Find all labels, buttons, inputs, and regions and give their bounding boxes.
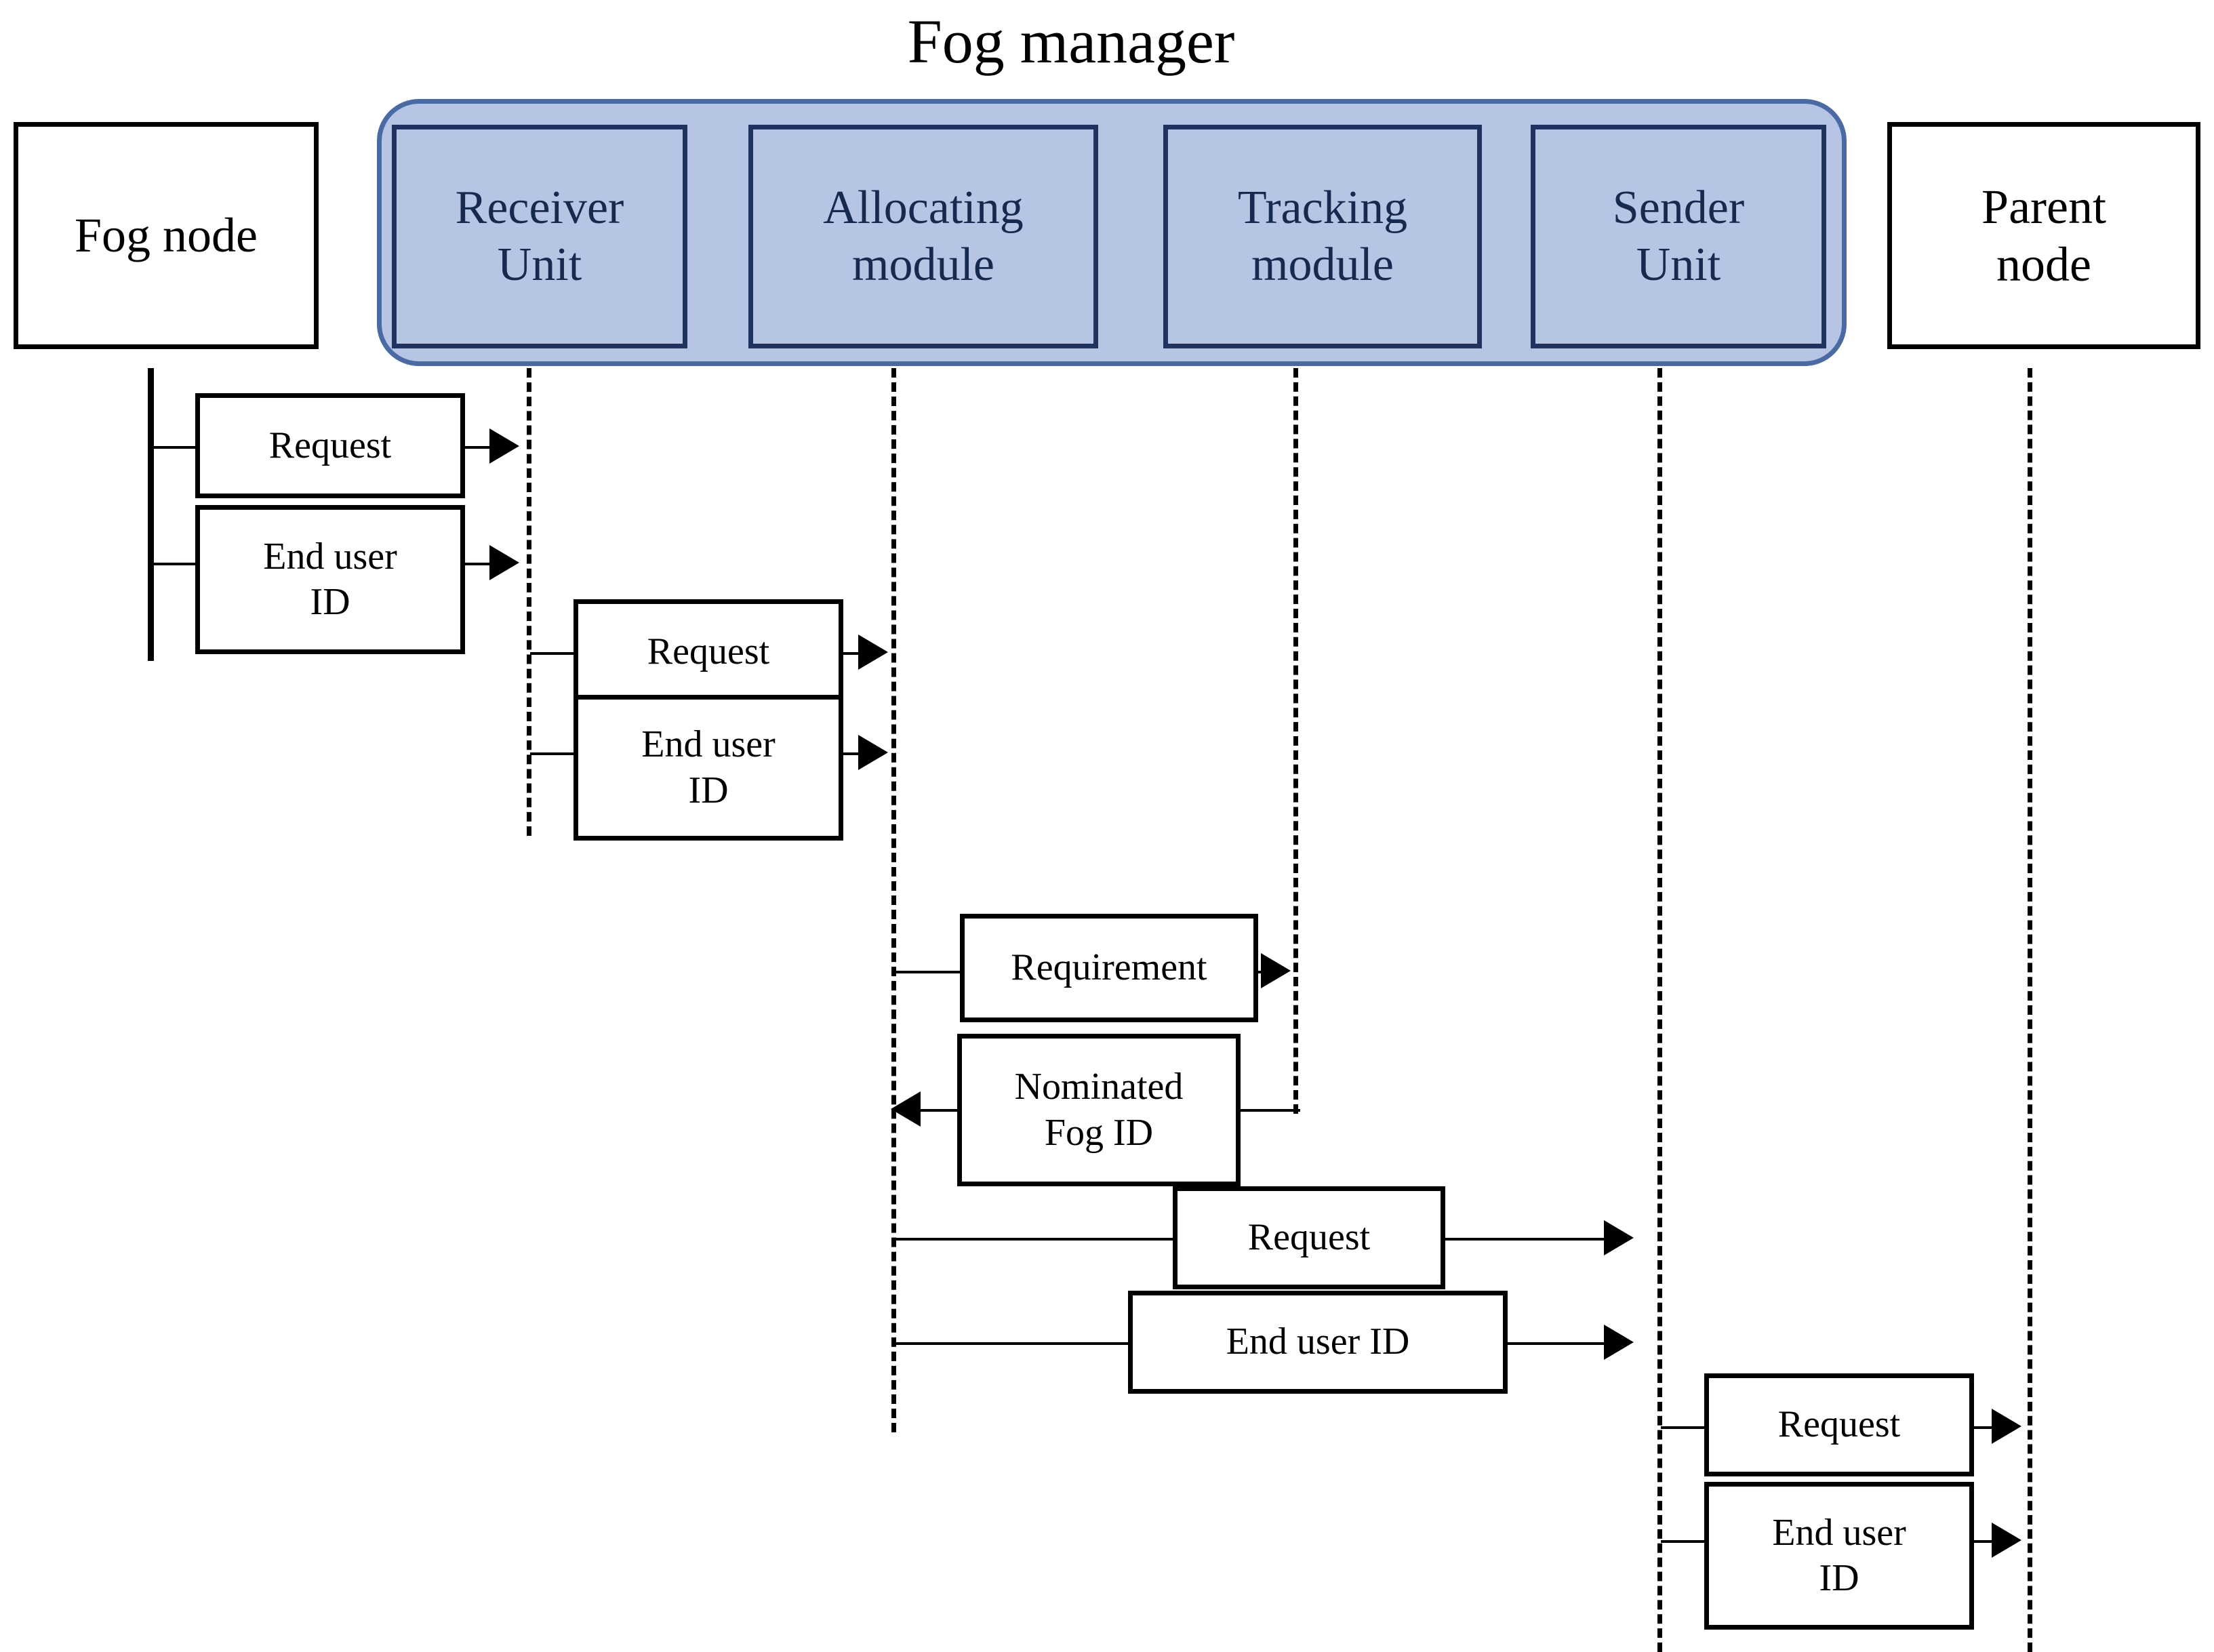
- unit-allocating[interactable]: Allocating module: [748, 125, 1098, 348]
- unit-receiver-label: Receiver Unit: [455, 182, 624, 291]
- connector-m9-left: [1661, 1426, 1706, 1429]
- connector-m2-right: [462, 563, 502, 565]
- message-m9-label: Request: [1777, 1403, 1901, 1446]
- arrowhead-m6: [891, 1091, 921, 1127]
- connector-m4-left: [530, 752, 575, 755]
- lifeline-fog-node: [148, 368, 154, 661]
- message-m5-label: Requirement: [1011, 946, 1207, 989]
- lifeline-parent-node: [2028, 368, 2032, 1652]
- connector-m6-right: [1238, 1109, 1300, 1112]
- arrowhead-m7: [1604, 1220, 1634, 1255]
- message-box-m6[interactable]: Nominated Fog ID: [957, 1034, 1241, 1186]
- connector-m5-left: [895, 971, 961, 973]
- arrowhead-m2: [489, 545, 519, 580]
- arrowhead-m5: [1261, 953, 1291, 988]
- connector-m3-left: [530, 652, 575, 655]
- connector-m3-right: [841, 652, 869, 655]
- message-m2-label: End user ID: [263, 535, 397, 623]
- actor-fog-node-label: Fog node: [75, 208, 258, 263]
- connector-m1-right: [462, 446, 502, 449]
- actor-fog-node[interactable]: Fog node: [14, 122, 319, 349]
- message-m7-label: Request: [1247, 1216, 1371, 1259]
- connector-m7-right: [1444, 1238, 1613, 1241]
- arrowhead-m1: [489, 428, 519, 464]
- message-m3-label: Request: [647, 630, 770, 672]
- arrowhead-m10: [1992, 1523, 2021, 1558]
- lifeline-tracking-module: [1293, 368, 1298, 1114]
- message-box-m2[interactable]: End user ID: [195, 505, 465, 654]
- message-box-m3[interactable]: Request: [573, 599, 843, 704]
- message-box-m1[interactable]: Request: [195, 393, 465, 498]
- unit-sender-label: Sender Unit: [1612, 182, 1745, 291]
- connector-m4-right: [841, 752, 869, 755]
- lifeline-allocating-module: [891, 368, 896, 1432]
- connector-m10-right: [1971, 1540, 2002, 1543]
- connector-m10-left: [1661, 1540, 1706, 1543]
- message-box-m10[interactable]: End user ID: [1704, 1482, 1974, 1630]
- lifeline-receiver-unit: [527, 368, 531, 836]
- arrowhead-m4: [858, 735, 888, 770]
- connector-m1-left: [152, 446, 197, 449]
- message-m4-label: End user ID: [641, 723, 776, 811]
- message-box-m8[interactable]: End user ID: [1128, 1291, 1508, 1394]
- unit-sender[interactable]: Sender Unit: [1531, 125, 1826, 348]
- message-box-m7[interactable]: Request: [1173, 1186, 1445, 1289]
- connector-m2-left: [152, 563, 197, 565]
- message-m8-label: End user ID: [1226, 1321, 1410, 1363]
- arrowhead-m3: [858, 634, 888, 670]
- unit-tracking-label: Tracking module: [1237, 182, 1408, 291]
- connector-m8-right: [1506, 1342, 1613, 1345]
- lifeline-sender-unit: [1657, 368, 1662, 1652]
- unit-allocating-label: Allocating module: [823, 182, 1024, 291]
- connector-m9-right: [1971, 1426, 2002, 1429]
- unit-receiver[interactable]: Receiver Unit: [392, 125, 687, 348]
- arrowhead-m8: [1604, 1325, 1634, 1360]
- arrowhead-m9: [1992, 1409, 2021, 1444]
- message-box-m9[interactable]: Request: [1704, 1373, 1974, 1476]
- message-m1-label: Request: [268, 424, 392, 466]
- fog-manager-title: Fog manager: [907, 7, 1235, 76]
- connector-m8-left: [895, 1342, 1129, 1345]
- unit-tracking[interactable]: Tracking module: [1163, 125, 1482, 348]
- connector-m7-left: [895, 1238, 1174, 1241]
- connector-m6-left: [921, 1109, 960, 1112]
- message-m10-label: End user ID: [1772, 1511, 1906, 1599]
- message-box-m4[interactable]: End user ID: [573, 695, 843, 841]
- message-box-m5[interactable]: Requirement: [960, 914, 1258, 1022]
- message-m6-label: Nominated Fog ID: [1014, 1066, 1184, 1154]
